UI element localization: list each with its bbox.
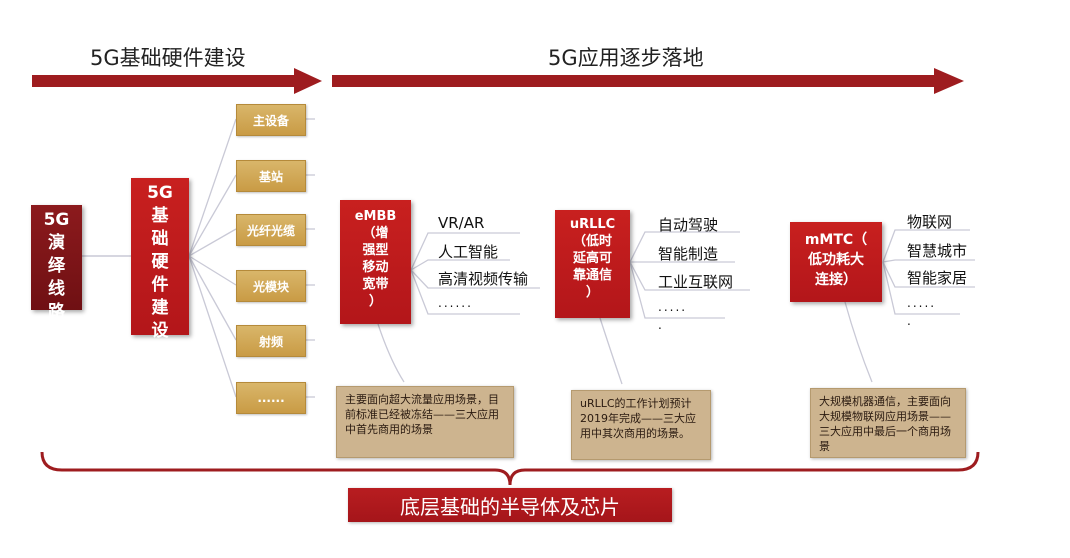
- box-line: 基: [151, 206, 169, 226]
- mmtc-item-more: .....: [907, 296, 937, 310]
- foundation-brace: [40, 451, 980, 486]
- category-title-line: （增: [362, 226, 389, 241]
- hardware-item-more: ......: [236, 382, 306, 414]
- hardware-item-optical-module: 光模块: [236, 270, 306, 302]
- hardware-item-main-equipment: 主设备: [236, 104, 306, 136]
- embb-item-more: ......: [438, 296, 473, 310]
- mmtc-note: 大规模机器通信，主要面向大规模物联网应用场景——三大应用中最后一个商用场景: [810, 388, 966, 458]
- hardware-item-tails: [305, 118, 315, 398]
- embb-item-ai: 人工智能: [438, 243, 499, 261]
- category-title-line: 靠通信: [572, 268, 612, 283]
- category-title-line: 连接）: [815, 272, 857, 288]
- box-line: 5G: [147, 183, 173, 203]
- urllc-fan-lines: [599, 231, 750, 385]
- mmtc-item-smart-city: 智慧城市: [907, 242, 968, 260]
- category-title-line: ）: [585, 285, 599, 300]
- category-title-line: （低时: [572, 234, 612, 249]
- hardware-phase-arrow: [32, 68, 322, 94]
- urllc-item-dot: .: [658, 318, 662, 332]
- hardware-construction-box: 5G 基 础 硬 件 建 设: [131, 178, 189, 341]
- category-mmtc-box: mMTC（ 低功耗大 连接）: [790, 222, 882, 302]
- foundation-bar: 底层基础的半导体及芯片: [348, 488, 672, 522]
- mmtc-item-dot: .: [907, 314, 911, 328]
- embb-fan-lines: [377, 232, 540, 383]
- embb-item-vr-ar: VR/AR: [438, 214, 485, 232]
- category-title-line: ）: [368, 294, 382, 309]
- phase-label-hardware: 5G基础硬件建设: [90, 46, 246, 70]
- box-line: 硬: [151, 252, 169, 272]
- category-urllc-box: uRLLC （低时 延高可 靠通信 ）: [555, 210, 630, 318]
- category-title-line: uRLLC: [569, 217, 616, 232]
- box-line: 线: [48, 279, 65, 299]
- urllc-item-autonomous-driving: 自动驾驶: [658, 216, 719, 234]
- embb-note: 主要面向超大流量应用场景，目前标准已经被冻结——三大应用中首先商用的场景: [336, 386, 514, 458]
- mmtc-item-smart-home: 智能家居: [907, 269, 968, 287]
- hardware-item-rf: 射频: [236, 325, 306, 357]
- embb-item-hd-video: 高清视频传输: [438, 270, 529, 288]
- category-title-line: 强型: [362, 243, 389, 258]
- mmtc-fan-lines: [844, 229, 975, 383]
- urllc-item-more: .....: [658, 300, 688, 314]
- hardware-item-base-station: 基站: [236, 160, 306, 192]
- hardware-item-optical-fiber: 光纤光缆: [236, 214, 306, 246]
- category-title-line: 移动: [362, 260, 389, 275]
- box-line: 设: [151, 321, 169, 341]
- box-line: 建: [151, 298, 169, 318]
- urllc-item-industrial-internet: 工业互联网: [658, 273, 734, 291]
- box-line: 演: [48, 233, 65, 253]
- urllc-item-smart-manufacturing: 智能制造: [658, 245, 719, 263]
- category-title-line: eMBB: [354, 209, 397, 224]
- mmtc-item-iot: 物联网: [907, 213, 953, 231]
- category-title-line: mMTC（: [804, 232, 868, 248]
- category-title-line: 低功耗大: [808, 252, 864, 268]
- application-phase-arrow: [332, 68, 964, 94]
- category-title-line: 延高可: [572, 251, 612, 266]
- box-line: 件: [151, 275, 169, 295]
- category-title-line: 宽带: [362, 277, 389, 292]
- hardware-fan-lines: [188, 118, 237, 398]
- category-embb-box: eMBB （增 强型 移动 宽带 ）: [340, 200, 411, 324]
- phase-label-application: 5G应用逐步落地: [548, 46, 704, 70]
- box-line: 5G: [43, 210, 70, 230]
- box-line: 绎: [48, 256, 65, 276]
- box-line: 础: [151, 229, 169, 249]
- urllc-note: uRLLC的工作计划预计2019年完成——三大应用中其次商用的场景。: [571, 390, 711, 460]
- box-line: 路: [48, 302, 65, 322]
- roadmap-main-box: 5G 演 绎 线 路: [31, 205, 82, 322]
